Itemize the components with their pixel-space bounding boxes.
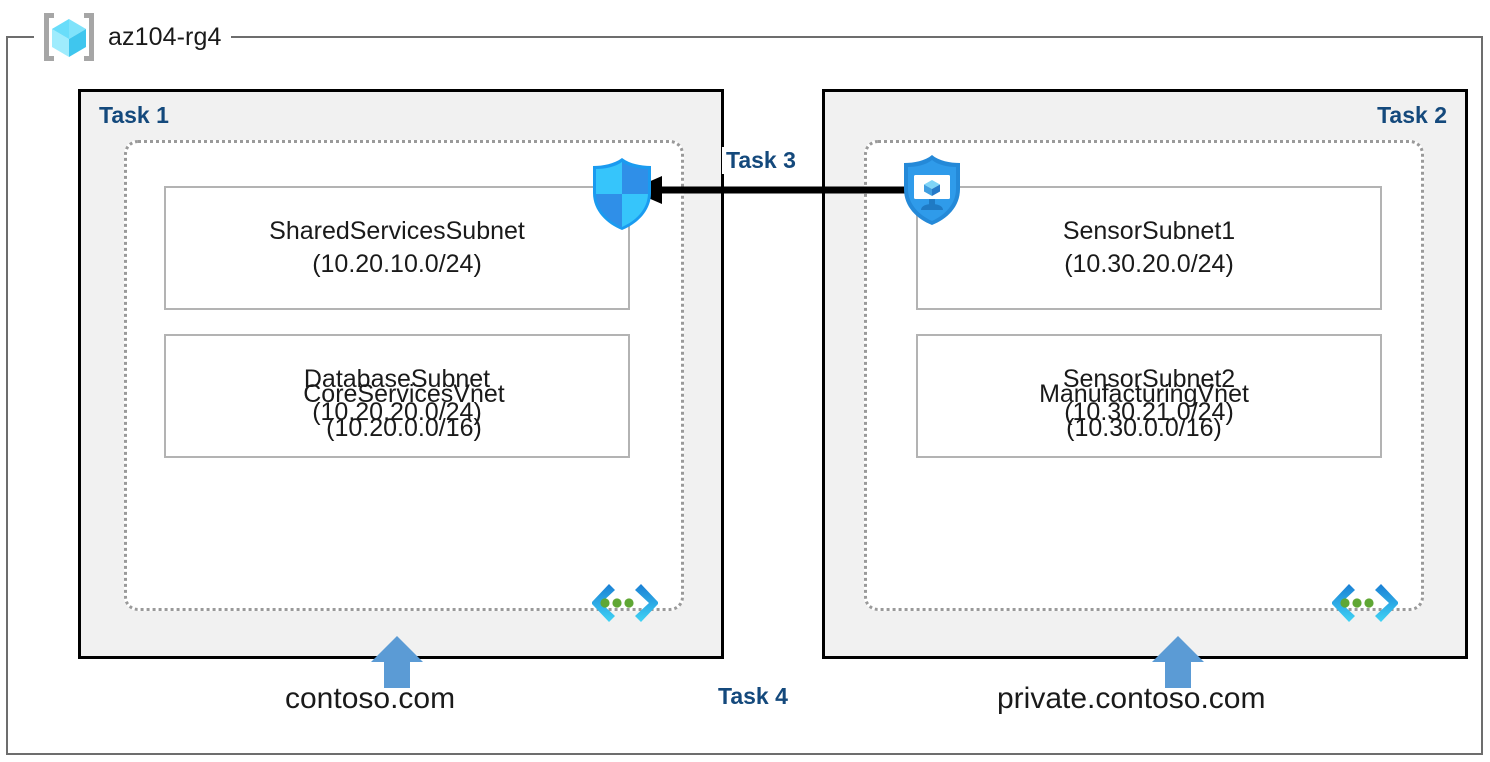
vnet-icon [1331,582,1399,624]
task1-label: Task 1 [99,102,169,128]
network-security-group-shield-icon [585,155,659,233]
task2-label: Task 2 [1377,102,1447,128]
vnet-manufacturing-caption: ManufacturingVnet (10.30.0.0/16) [864,378,1424,445]
dns-zone-label-private-contoso: private.contoso.com [997,682,1266,715]
azure-resource-group-icon [40,10,98,64]
vnet-cidr: (10.30.0.0/16) [1066,413,1222,442]
subnet-sensorsubnet2: SensorSubnet2 (10.30.21.0/24) [916,334,1382,458]
vnet-core-services-caption: CoreServicesVnet (10.20.0.0/16) [124,378,684,445]
resource-group-frame [6,36,1483,755]
vnet-name: CoreServicesVnet [303,380,505,408]
dns-up-arrow-icon [1152,636,1204,688]
azure-bastion-shield-icon [897,152,967,228]
dns-zone-label-contoso: contoso.com [285,682,456,715]
subnet-sensorsubnet1: SensorSubnet1 (10.30.20.0/24) [916,186,1382,310]
subnet-name: DatabaseSubnet [303,365,491,393]
subnet-name: SensorSubnet2 [1062,365,1236,393]
task3-label: Task 3 [722,147,800,174]
vnet-cidr: (10.20.0.0/16) [326,413,482,442]
subnet-name: SharedServicesSubnet [269,217,525,245]
subnet-cidr: (10.30.20.0/24) [1064,250,1234,278]
vnet-name: ManufacturingVnet [1039,380,1249,408]
task4-label: Task 4 [718,683,788,709]
vnet-icon [591,582,659,624]
subnet-sharedservicessubnet: SharedServicesSubnet (10.20.10.0/24) [164,186,630,310]
subnet-cidr: (10.20.10.0/24) [312,250,482,278]
subnet-databasesubnet: DatabaseSubnet (10.20.20.0/24) [164,334,630,458]
resource-group-title: az104-rg4 [108,22,222,51]
dns-up-arrow-icon [371,636,423,688]
resource-group-header: az104-rg4 [40,8,221,66]
peering-arrow-left-icon [630,168,920,212]
subnet-cidr: (10.20.20.0/24) [312,398,482,426]
subnet-name: SensorSubnet1 [1062,217,1236,245]
subnet-cidr: (10.30.21.0/24) [1064,398,1234,426]
